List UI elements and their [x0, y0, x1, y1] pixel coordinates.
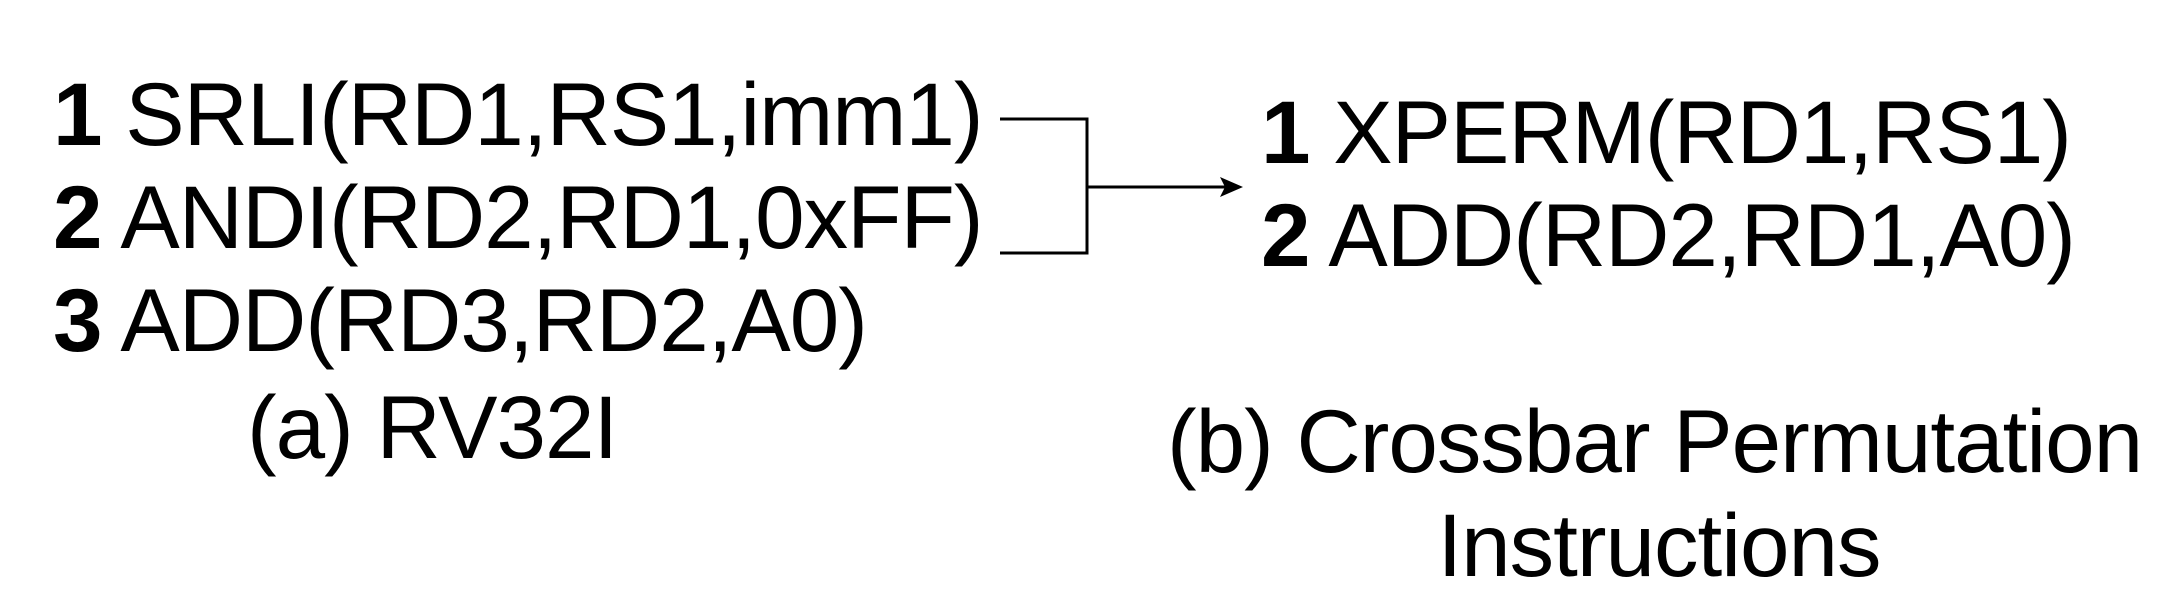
- line-number: 2: [1261, 185, 1310, 285]
- instruction-text: ANDI(RD2,RD1,0xFF): [120, 167, 983, 267]
- instruction-text: SRLI(RD1,RS1,imm1): [125, 64, 983, 164]
- caption-b-line-2: Instructions: [1437, 495, 1881, 595]
- caption-a: (a) RV32I: [247, 377, 618, 477]
- rv32i-line-2: 2 ANDI(RD2,RD1,0xFF): [53, 173, 984, 262]
- rv32i-line-3: 3 ADD(RD3,RD2,A0): [53, 276, 868, 365]
- instruction-text: XPERM(RD1,RS1): [1333, 82, 2072, 182]
- crossbar-line-1: 1 XPERM(RD1,RS1): [1261, 88, 2072, 177]
- instruction-text: ADD(RD3,RD2,A0): [120, 270, 868, 370]
- line-number: 2: [53, 167, 102, 267]
- rv32i-line-1: 1 SRLI(RD1,RS1,imm1): [53, 70, 984, 159]
- crossbar-line-2: 2 ADD(RD2,RD1,A0): [1261, 191, 2076, 280]
- line-number: 1: [53, 64, 102, 164]
- line-number: 3: [53, 270, 102, 370]
- line-number: 1: [1261, 82, 1310, 182]
- caption-b-line-1: (b) Crossbar Permutation: [1167, 391, 2143, 491]
- instruction-text: ADD(RD2,RD1,A0): [1328, 185, 2076, 285]
